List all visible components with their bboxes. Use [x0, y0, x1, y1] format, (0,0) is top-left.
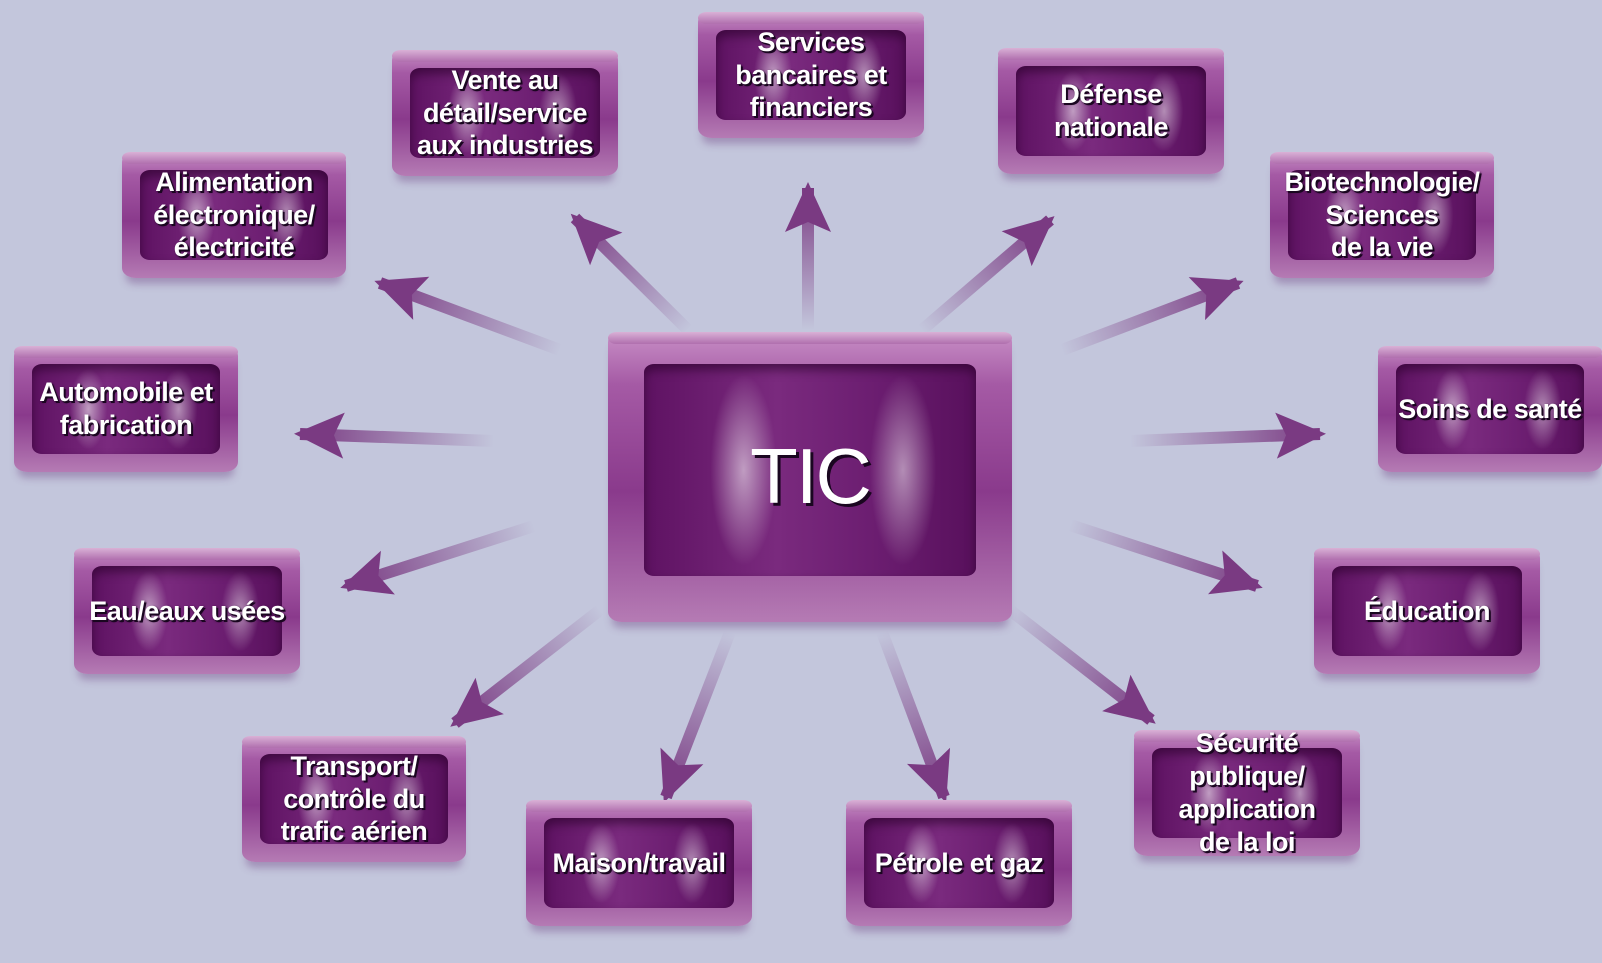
center-node-label: TIC: [750, 432, 872, 521]
sector-node-health: Soins de santé: [1378, 346, 1602, 472]
sector-node-public-safety: Sécurité publique/ application de la loi: [1134, 728, 1360, 857]
sector-label-biotech: Biotechnologie/ Sciences de la vie: [1284, 166, 1481, 263]
sector-node-power: Alimentation électronique/ électricité: [122, 152, 346, 278]
sector-label-water: Eau/eaux usées: [89, 595, 285, 626]
arrowhead-power: [374, 276, 430, 320]
sector-node-face: [139, 169, 329, 261]
sector-node-face: [1395, 363, 1585, 455]
sector-label-public-safety: Sécurité publique/ application de la loi: [1178, 728, 1316, 857]
sector-label-health: Soins de santé: [1398, 393, 1582, 424]
sector-node-face: [92, 565, 282, 657]
arrowhead-health: [1275, 412, 1326, 459]
arrowhead-oil-gas: [906, 747, 951, 803]
sector-node-banking: Services bancaires et financiers: [698, 12, 924, 138]
arrowhead-automotive: [294, 412, 345, 459]
sector-label-transport: Transport/ contrôle du trafic aérien: [280, 750, 428, 847]
arrowhead-defense: [1001, 216, 1055, 267]
arrowhead-water: [340, 550, 395, 595]
sector-node-face: [544, 817, 734, 909]
sector-node-face: [31, 363, 221, 455]
arrowhead-biotech: [1188, 277, 1244, 321]
sector-label-home-work: Maison/travail: [552, 847, 726, 878]
sector-label-education: Éducation: [1363, 595, 1491, 626]
sector-label-oil-gas: Pétrole et gaz: [874, 847, 1044, 878]
sector-node-water: Eau/eaux usées: [74, 548, 300, 674]
sector-label-power: Alimentation électronique/ électricité: [153, 166, 315, 263]
arrowhead-banking: [785, 182, 831, 232]
sector-node-defense: Défense nationale: [998, 48, 1224, 174]
sector-node-education: Éducation: [1314, 548, 1540, 674]
sector-node-face: [864, 817, 1054, 909]
sector-node-oil-gas: Pétrole et gaz: [846, 800, 1072, 926]
arrowhead-public-safety: [1102, 674, 1156, 724]
arrowhead-retail: [570, 213, 623, 266]
sector-node-face: [1332, 565, 1522, 657]
center-node-face: [644, 363, 976, 576]
sector-label-defense: Défense nationale: [1053, 79, 1169, 142]
sector-node-automotive: Automobile et fabrication: [14, 346, 238, 472]
sector-node-face: [1152, 747, 1342, 839]
sector-node-face: [1287, 169, 1477, 261]
arrowhead-transport: [450, 677, 504, 727]
arrowhead-education: [1208, 550, 1263, 595]
sector-node-home-work: Maison/travail: [526, 800, 752, 926]
sector-label-banking: Services bancaires et financiers: [735, 26, 887, 123]
sector-node-transport: Transport/ contrôle du trafic aérien: [242, 736, 466, 862]
sector-node-face: [716, 29, 906, 121]
sector-node-face: [259, 753, 449, 845]
sector-node-biotech: Biotechnologie/ Sciences de la vie: [1270, 152, 1494, 278]
sector-label-automotive: Automobile et fabrication: [39, 377, 213, 440]
sector-label-retail: Vente au détail/service aux industries: [416, 64, 594, 161]
sector-node-face: [410, 67, 600, 159]
arrowhead-home-work: [660, 747, 704, 803]
center-node-tic: TIC: [608, 332, 1012, 622]
sector-node-retail: Vente au détail/service aux industries: [392, 50, 618, 176]
sector-node-face: [1016, 65, 1206, 157]
